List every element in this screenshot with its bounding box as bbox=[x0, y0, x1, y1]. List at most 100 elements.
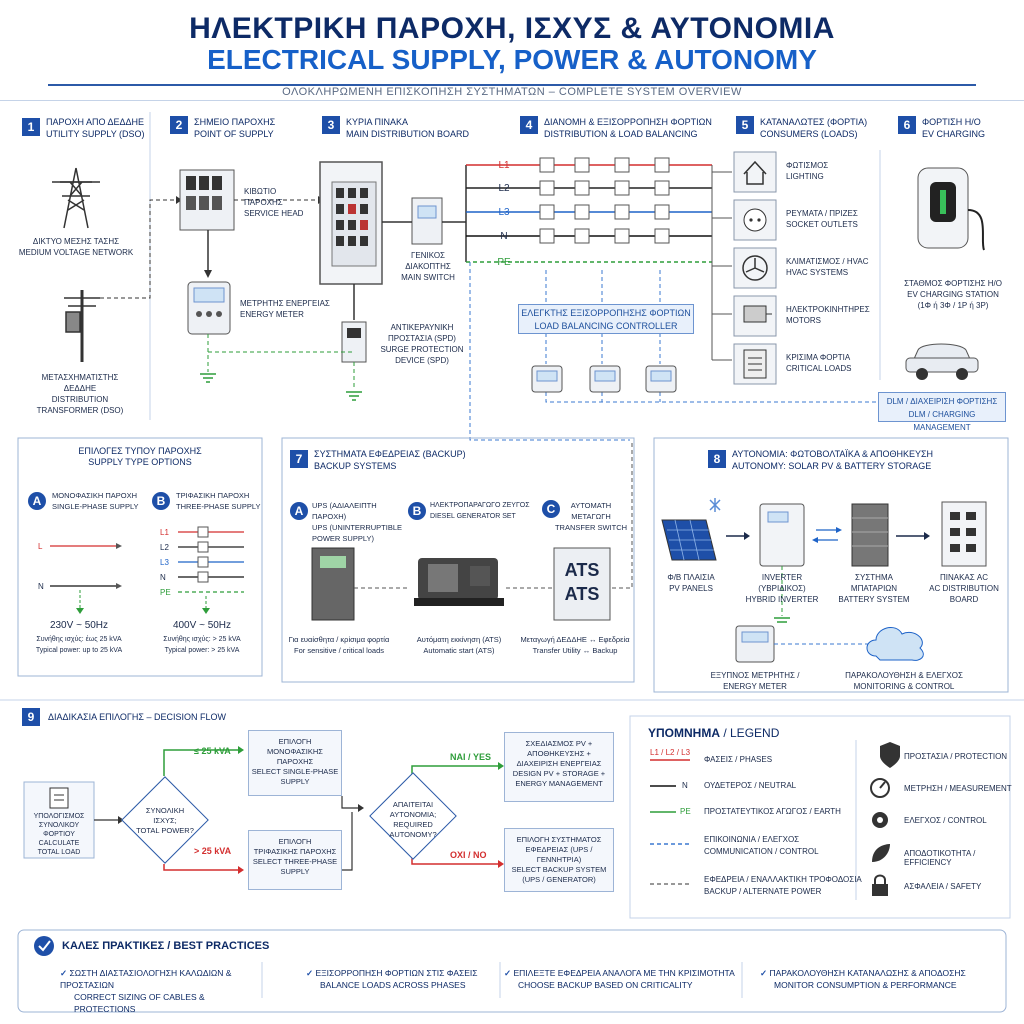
cloud-icon bbox=[866, 626, 924, 661]
backup-a-badge: A bbox=[290, 502, 308, 520]
best-practice-item: ✓ ΣΩΣΤΗ ΔΙΑΣΤΑΣΙΟΛΟΓΗΣΗ ΚΑΛΩΔΙΩΝ & ΠΡΟΣΤ… bbox=[60, 968, 232, 1014]
le25-label: ≤ 25 kVA bbox=[194, 746, 231, 756]
step-6-badge: 6 bbox=[898, 116, 916, 134]
legend-earth-tag: PE bbox=[680, 807, 691, 816]
backup-b-badge: B bbox=[408, 502, 426, 520]
legend-protection: ΠΡΟΣΤΑΣΙΑ / PROTECTION bbox=[904, 752, 1008, 761]
yes-label: ΝΑΙ / YES bbox=[450, 752, 492, 762]
legend-neutral-tag: N bbox=[682, 781, 688, 790]
legend-earth-text: ΠΡΟΣΤΑΤΕΥΤΙΚΟΣ ΑΓΩΓΟΣ / EARTH bbox=[704, 807, 841, 816]
smart-meter-label: ΕΞΥΠΝΟΣ ΜΕΤΡΗΤΗΣ /ENERGY METER bbox=[710, 671, 800, 691]
legend-phases-tag: L1 / L2 / L3 bbox=[650, 748, 691, 757]
ups-icon bbox=[311, 547, 355, 621]
step-9-badge: 9 bbox=[22, 708, 40, 726]
page-title-greek: ΗΛΕΚΤΡΙΚΗ ΠΑΡΟΧΗ, ΙΣΧΥΣ & ΑΥΤΟΝΟΜΙΑ bbox=[189, 12, 835, 45]
phase-label-l2: L2 bbox=[498, 183, 510, 194]
step-3-badge: 3 bbox=[322, 116, 340, 134]
controller-device-icon bbox=[531, 365, 677, 393]
pv-panel-icon bbox=[661, 519, 717, 561]
panel-icon bbox=[743, 349, 767, 379]
clipboard-icon bbox=[49, 787, 69, 809]
single-phase-voltage: 230V ~ 50Hz bbox=[49, 620, 109, 631]
legend-phases-text: ΦΑΣΕΙΣ / PHASES bbox=[704, 755, 773, 764]
no-label: ΟΧΙ / NO bbox=[450, 850, 487, 860]
sun-icon bbox=[709, 498, 721, 512]
legend-efficiency: ΑΠΟΔΟΤΙΚΟΤΗΤΑ / EFFICIENCY bbox=[904, 849, 976, 867]
design-pv-storage-box: ΣΧΕΔΙΑΣΜΟΣ PV +ΑΠΟΘΗΚΕΥΣΗΣ +ΔΙΑΧΕΙΡΙΣΗ Ε… bbox=[504, 732, 614, 802]
step-5-badge: 5 bbox=[736, 116, 754, 134]
phase-label-l3: L3 bbox=[498, 207, 510, 218]
shield-icon bbox=[880, 742, 900, 768]
legend-neutral-text: ΟΥΔΕΤΕΡΟΣ / NEUTRAL bbox=[704, 781, 797, 790]
section-divider bbox=[0, 100, 1024, 101]
three-phase-l2: L2 bbox=[160, 543, 169, 552]
best-practices-title: ΚΑΛΕΣ ΠΡΑΚΤΙΚΕΣ / BEST PRACTICES bbox=[62, 940, 270, 952]
three-phase-l1: L1 bbox=[160, 528, 169, 537]
step-2-badge: 2 bbox=[170, 116, 188, 134]
ups-label: UPS (ΑΔΙΑΛΕΙΠΤΗ ΠΑΡΟΧΗ)UPS (UNINTERRUPTI… bbox=[312, 501, 403, 543]
gt25-label: > 25 kVA bbox=[194, 846, 232, 856]
title-divider bbox=[48, 84, 976, 86]
legend-measurement: ΜΕΤΡΗΣΗ / MEASUREMENT bbox=[904, 784, 1012, 793]
main-switch-icon bbox=[411, 197, 443, 245]
page-title-english: ELECTRICAL SUPPLY, POWER & AUTONOMY bbox=[207, 44, 817, 75]
backup-c-badge: C bbox=[542, 500, 560, 518]
three-phase-l3: L3 bbox=[160, 558, 169, 567]
inverter-label: INVERTER(ΥΒΡΙΔΙΚΟΣ)HYBRID INVERTER bbox=[745, 573, 819, 604]
step-8-badge: 8 bbox=[708, 450, 726, 468]
step-1-badge: 1 bbox=[22, 118, 40, 136]
single-phase-n: N bbox=[38, 582, 44, 591]
battery-icon bbox=[851, 503, 889, 567]
legend-control: ΕΛΕΓΧΟΣ / CONTROL bbox=[904, 816, 987, 825]
socket-icon bbox=[743, 208, 767, 232]
three-phase-pe: PE bbox=[160, 588, 171, 597]
best-practice-item: ✓ ΕΠΙΛΕΞΤΕ ΕΦΕΔΡΕΙΑ ΑΝΑΛΟΓΑ ΜΕ ΤΗΝ ΚΡΙΣΙ… bbox=[504, 968, 735, 990]
page-subtitle: ΟΛΟΚΛΗΡΩΜΕΝΗ ΕΠΙΣΚΟΠΗΣΗ ΣΥΣΤΗΜΑΤΩΝ – COM… bbox=[282, 86, 742, 98]
gauge-icon bbox=[870, 778, 890, 798]
legend-title: ΥΠΟΜΝΗΜΑ / LEGEND bbox=[648, 726, 780, 740]
gear-icon bbox=[872, 812, 888, 828]
car-icon bbox=[905, 343, 979, 380]
main-distribution-board-icon bbox=[319, 161, 383, 285]
phase-label-pe: PE bbox=[497, 257, 511, 268]
motor-icon bbox=[743, 305, 772, 323]
phase-label-l1: L1 bbox=[498, 160, 510, 171]
house-icon bbox=[743, 160, 767, 185]
energy-meter-icon bbox=[187, 281, 231, 335]
smart-meter-icon bbox=[735, 625, 775, 663]
option-a-badge: A bbox=[28, 492, 46, 510]
step-5-title: ΚΑΤΑΝΑΛΩΤΕΣ (ΦΟΡΤΙΑ)CONSUMERS (LOADS) bbox=[760, 117, 868, 139]
phase-label-n: N bbox=[500, 231, 508, 242]
three-phase-n: N bbox=[160, 573, 166, 582]
